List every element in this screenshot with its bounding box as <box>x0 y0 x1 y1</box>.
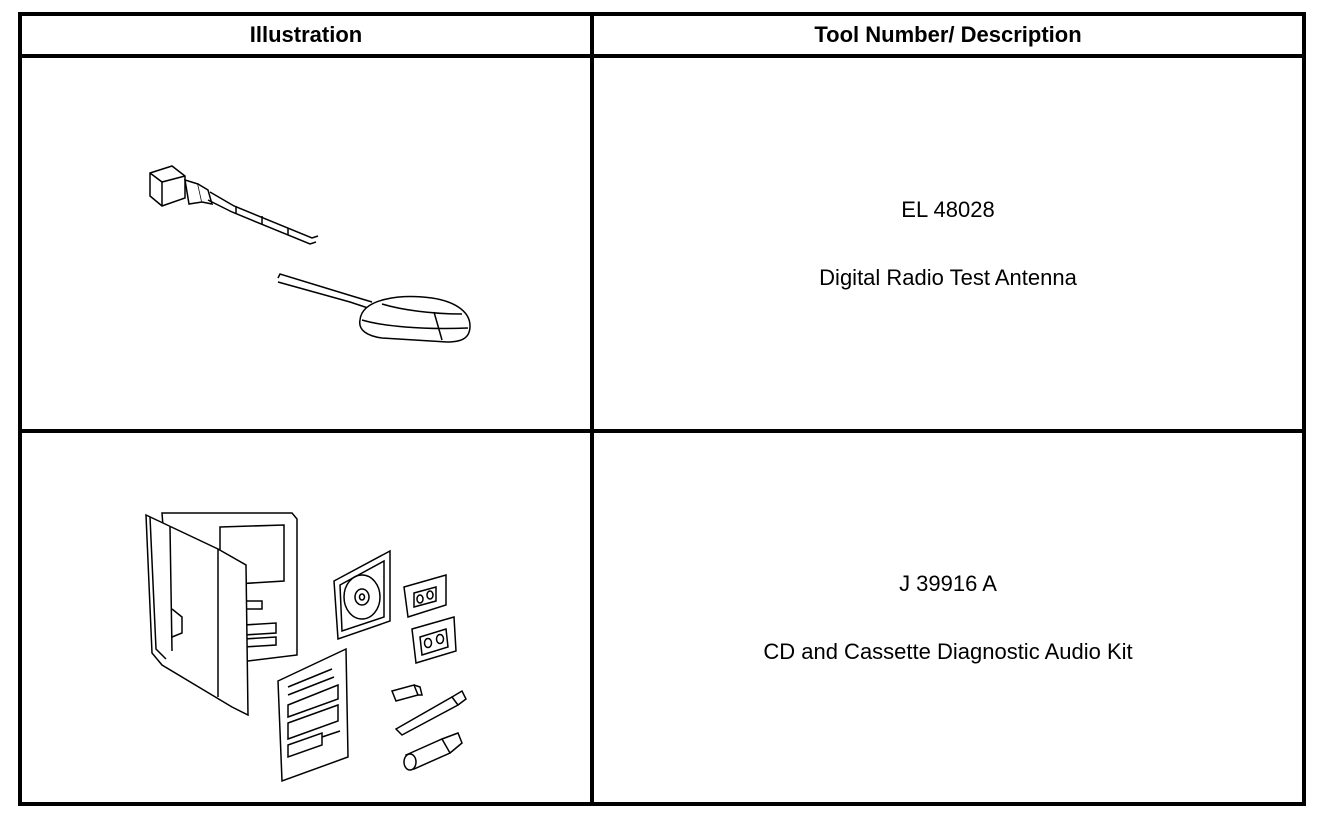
row-divider <box>22 429 1302 433</box>
illustration-cell <box>22 58 590 429</box>
test-antenna-illustration-icon <box>149 165 471 343</box>
tool-table: Illustration Tool Number/ Description <box>18 12 1306 806</box>
tool-description: Digital Radio Test Antenna <box>819 264 1077 290</box>
illustration-cell <box>22 433 590 802</box>
tool-number: EL 48028 <box>901 196 995 222</box>
description-cell: J 39916 A CD and Cassette Diagnostic Aud… <box>594 433 1302 802</box>
header-tool-description: Tool Number/ Description <box>814 22 1082 47</box>
tool-description: CD and Cassette Diagnostic Audio Kit <box>763 638 1133 664</box>
header-illustration: Illustration <box>249 22 363 47</box>
description-cell: EL 48028 Digital Radio Test Antenna <box>594 58 1302 429</box>
tool-number: J 39916 A <box>899 570 997 596</box>
column-divider <box>590 16 594 802</box>
row-divider <box>22 54 1302 58</box>
audio-kit-illustration-icon <box>145 512 467 783</box>
